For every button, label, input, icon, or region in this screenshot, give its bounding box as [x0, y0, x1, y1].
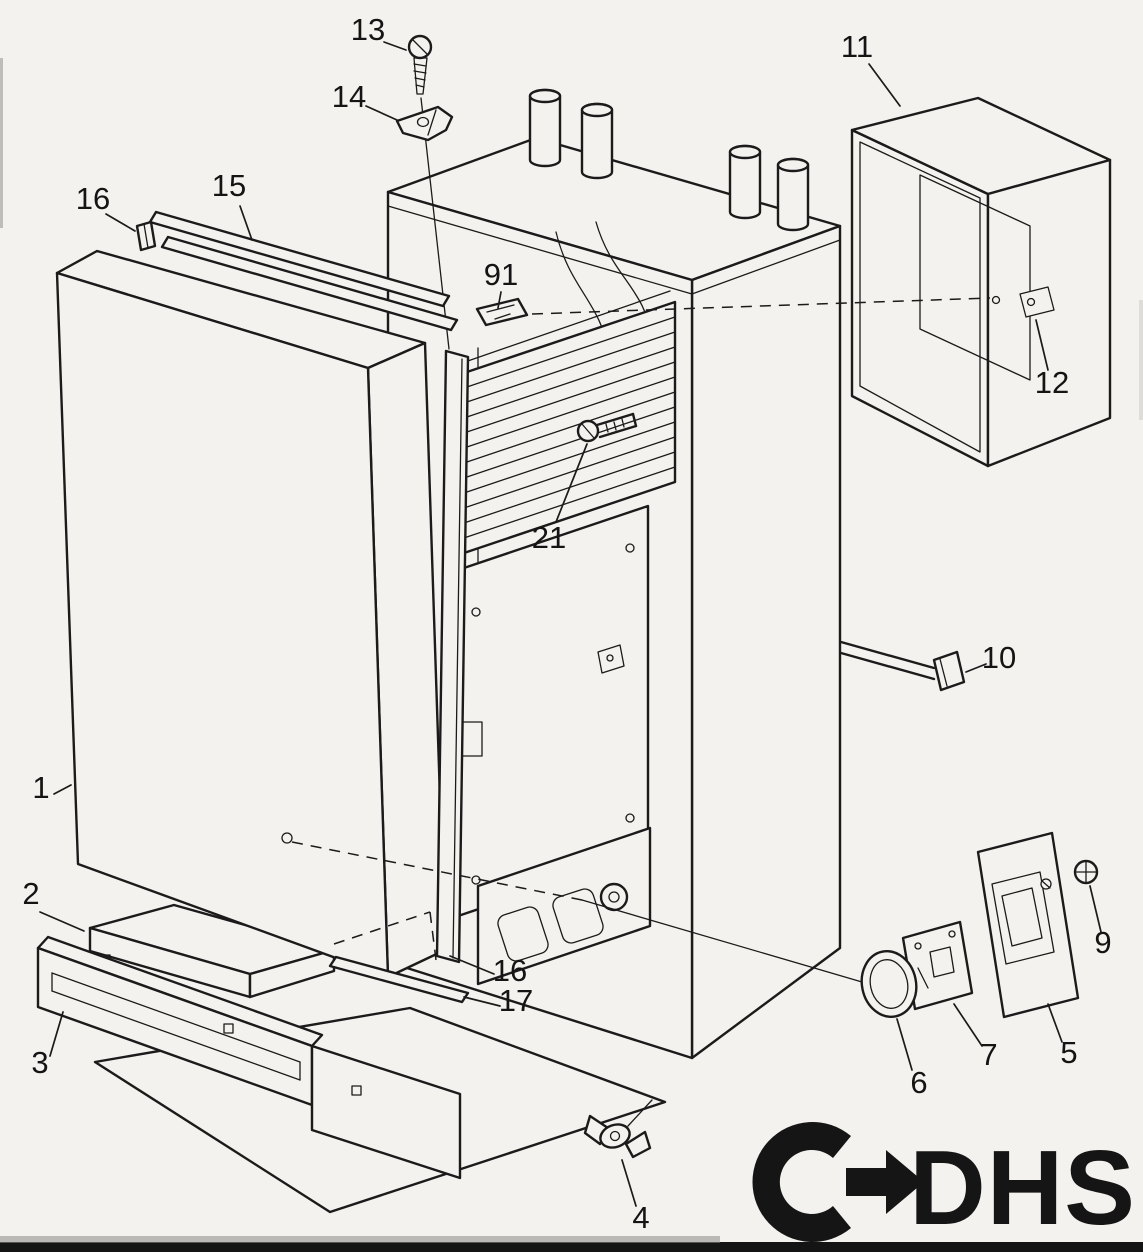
part-side-strip [435, 349, 470, 964]
front-panel-face [55, 271, 390, 979]
part-bottom-rail [328, 955, 470, 1004]
top-pipe-stubs [528, 88, 810, 232]
leader-13 [383, 41, 407, 51]
part-label-11: 11 [841, 29, 873, 64]
scan-edge-right [1139, 300, 1143, 420]
part-label-10: 10 [982, 640, 1016, 675]
leader-6 [896, 1018, 913, 1071]
part-base-tray [88, 903, 336, 999]
burner-tray-cutout [497, 906, 549, 962]
burner-tray-cutout [552, 888, 604, 944]
part-labels: 13 14 11 16 15 91 12 21 10 1 2 9 16 17 3… [22, 12, 1111, 1235]
part-label-21: 21 [532, 520, 566, 555]
screw-shaft [413, 57, 428, 95]
leader-14 [365, 105, 398, 121]
part-label-2: 2 [22, 876, 39, 911]
burner-tray [476, 826, 652, 986]
front-panel-hole [281, 832, 293, 844]
part-label-7: 7 [980, 1037, 997, 1072]
alignment-dash-strip [333, 911, 431, 945]
part-mounting-plate [976, 831, 1080, 1019]
part-label-13: 13 [351, 12, 385, 47]
part-label-16-bottom: 16 [493, 953, 527, 988]
part-label-16-top: 16 [76, 181, 110, 216]
dhs-logo-crescent-icon [752, 1122, 851, 1242]
leader-1 [53, 784, 72, 795]
part-gasket-ring [860, 950, 918, 1018]
part-screw-9 [1073, 859, 1099, 885]
scan-edge-left [0, 58, 3, 228]
part-fixing-rod [839, 640, 966, 692]
part-label-4: 4 [632, 1200, 649, 1235]
leader-11 [868, 63, 901, 107]
part-label-14: 14 [332, 79, 366, 114]
control-box-fixing-hole [991, 295, 1001, 305]
leader-9 [1089, 885, 1102, 933]
exchanger-fin-lines [457, 316, 676, 541]
construction-lines [291, 297, 991, 983]
part-label-9: 9 [1094, 925, 1111, 960]
part-label-1: 1 [32, 770, 49, 805]
part-plinth-front-strip [36, 935, 324, 1107]
part-label-12: 12 [1035, 365, 1069, 400]
leader-12 [1035, 319, 1049, 371]
part-label-6: 6 [910, 1065, 927, 1100]
cabinet-right-face [690, 224, 842, 1060]
leader-16-top [105, 213, 136, 232]
part-label-3: 3 [31, 1045, 48, 1080]
part-label-91: 91 [484, 257, 518, 292]
leader-16-bottom [449, 955, 495, 975]
leader-21 [555, 443, 588, 523]
part-base-assembly [36, 903, 667, 1214]
dhs-logo-arrow-icon [846, 1150, 924, 1214]
leader-2 [39, 911, 85, 932]
leader-10 [965, 663, 987, 673]
wing [624, 1130, 652, 1159]
top-rail [160, 235, 459, 332]
part-bracket-14 [395, 105, 454, 142]
part-screw-21 [576, 412, 638, 443]
leader-4 [621, 1159, 637, 1207]
alignment-line-to-ring [581, 899, 863, 983]
heat-exchanger [456, 290, 677, 557]
part-wing-nut [583, 1099, 653, 1159]
control-box-right-face [986, 158, 1112, 468]
control-box-inner-frame [859, 141, 981, 453]
alignment-dash-to-control-box [531, 297, 991, 315]
part-top-rails [135, 210, 459, 332]
leader-5 [1047, 1003, 1063, 1043]
leader-15 [239, 205, 253, 241]
screw-threads [413, 63, 427, 88]
strip-slot [223, 1023, 234, 1034]
cabinet-front-flange [387, 205, 693, 295]
fixing-rod-end-cap [932, 650, 966, 692]
dhs-logo: DHS [752, 1122, 1136, 1247]
part-label-5: 5 [1060, 1035, 1077, 1070]
control-box-back-wall [919, 174, 1031, 381]
scan-artifacts [0, 58, 1143, 1252]
part-control-box [850, 96, 1112, 468]
cabinet-right-flange [691, 239, 841, 295]
inner-panel-clip [597, 644, 625, 674]
leader-17 [463, 996, 501, 1007]
top-rail [148, 210, 451, 308]
leader-lines [39, 41, 1102, 1207]
leader-91 [497, 291, 502, 309]
plinth-slot [351, 1085, 362, 1096]
scan-edge-bottom [0, 1242, 1143, 1252]
dhs-logo-text: DHS [909, 1129, 1136, 1247]
part-retaining-clip [1019, 286, 1055, 318]
screw-threads [605, 418, 625, 433]
scan-edge-bottom-shadow [0, 1236, 720, 1243]
part-label-15: 15 [212, 168, 246, 203]
alignment-dash-strip [429, 911, 437, 961]
part-screw-13 [407, 34, 433, 95]
part-plate-91 [475, 297, 529, 327]
leader-7 [953, 1003, 983, 1047]
part-plinth-right [310, 1044, 462, 1180]
part-label-17: 17 [499, 983, 533, 1018]
leader-3 [49, 1011, 64, 1057]
part-front-panel [55, 249, 447, 979]
